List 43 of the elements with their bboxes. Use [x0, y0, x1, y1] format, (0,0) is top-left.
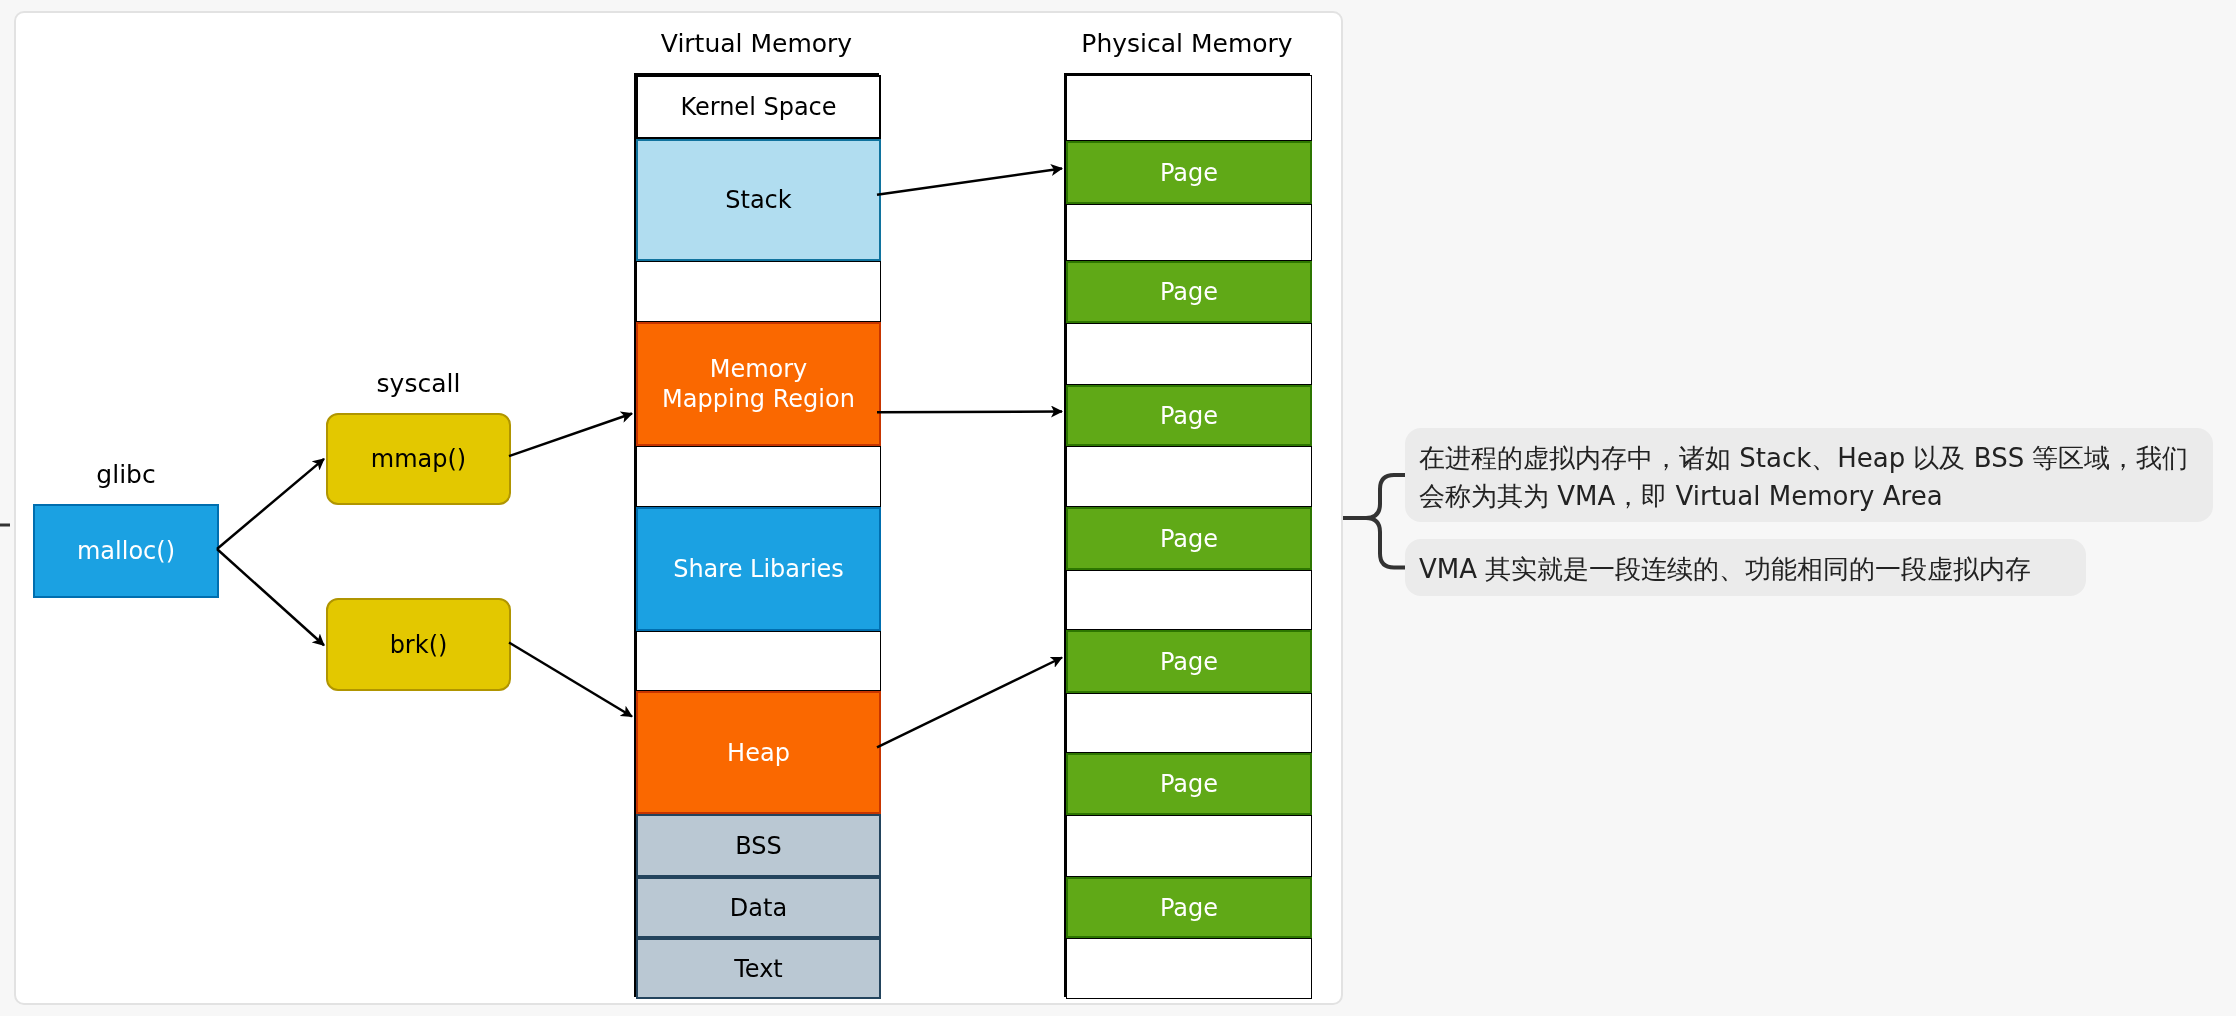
- function-box: brk(): [326, 598, 511, 691]
- page-block: Page: [1066, 877, 1312, 938]
- empty-slot: [636, 631, 881, 691]
- memory-segment: Memory Mapping Region: [636, 322, 881, 446]
- diagram-card: [14, 11, 1343, 1005]
- arrow: [216, 457, 325, 550]
- page-block: Page: [1066, 261, 1312, 323]
- empty-slot: [636, 446, 881, 507]
- page-block: Page: [1066, 753, 1312, 815]
- memory-segment: Stack: [636, 139, 881, 261]
- function-box: mmap(): [326, 413, 511, 505]
- arrow: [876, 656, 1063, 749]
- page-block: Page: [1066, 630, 1312, 693]
- empty-slot: [1066, 570, 1312, 630]
- empty-slot: [1066, 75, 1312, 141]
- page-block: Page: [1066, 141, 1312, 204]
- function-label: glibc: [95, 460, 157, 489]
- empty-slot: [1066, 693, 1312, 753]
- column-heading: Physical Memory: [1080, 29, 1294, 58]
- column-heading: Virtual Memory: [659, 29, 854, 58]
- arrow: [508, 411, 633, 458]
- arrow: [216, 548, 325, 647]
- memory-segment: Data: [636, 877, 881, 938]
- empty-slot: [1066, 204, 1312, 261]
- arrow: [877, 405, 1063, 418]
- memory-segment: Text: [636, 938, 881, 999]
- arrow: [876, 164, 1063, 196]
- empty-slot: [1066, 446, 1312, 507]
- text-bubble: VMA 其实就是一段连续的、功能相同的一段虚拟内存: [1405, 539, 2086, 596]
- memory-segment: BSS: [636, 814, 881, 877]
- empty-slot: [1066, 815, 1312, 877]
- memory-segment: Heap: [636, 691, 881, 814]
- function-label: syscall: [375, 369, 462, 398]
- page-block: Page: [1066, 507, 1312, 570]
- memory-segment: Share Libaries: [636, 507, 881, 631]
- memory-segment: Kernel Space: [636, 75, 881, 139]
- empty-slot: [636, 261, 881, 322]
- empty-slot: [1066, 323, 1312, 385]
- function-box: malloc(): [33, 504, 219, 598]
- page-block: Page: [1066, 385, 1312, 446]
- arrow: [508, 641, 633, 718]
- text-bubble: 在进程的虚拟内存中，诸如 Stack、Heap 以及 BSS 等区域，我们会称为其为 VMA，即 Virtual Memory Area: [1405, 428, 2213, 522]
- empty-slot: [1066, 938, 1312, 999]
